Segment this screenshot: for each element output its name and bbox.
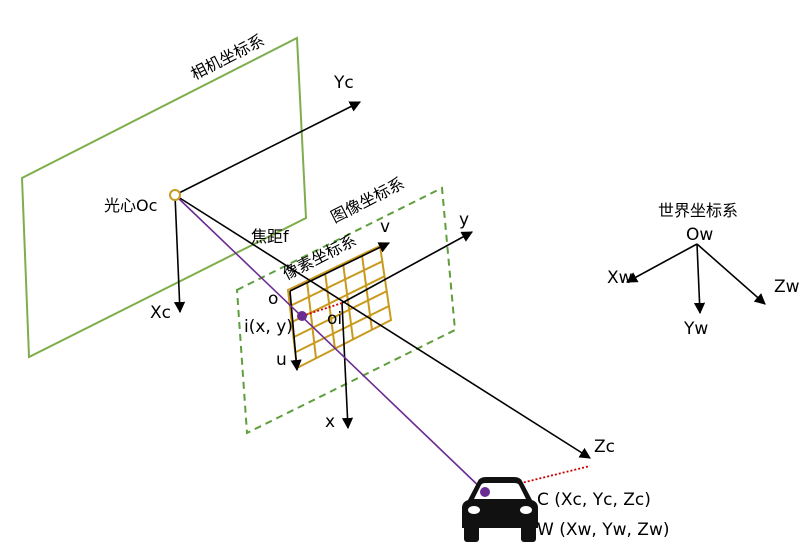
u-label: u <box>276 350 287 370</box>
yc-axis <box>174 101 362 196</box>
optical-center-label: 光心Oc <box>104 196 157 215</box>
x-label: x <box>325 412 335 432</box>
xc-label: Xc <box>150 303 171 323</box>
v-axis <box>289 242 391 292</box>
zw-axis <box>696 243 766 305</box>
xw-axis <box>626 243 698 283</box>
xc-axis <box>173 194 186 314</box>
oi-label: oi <box>327 309 342 329</box>
image-plane <box>235 186 457 435</box>
image-point-label: i(x, y) <box>244 317 293 337</box>
zc-label: Zc <box>594 437 615 457</box>
v-label: v <box>380 217 390 237</box>
camera-plane <box>20 36 308 359</box>
projection-ray <box>174 194 486 493</box>
u-axis <box>289 290 302 372</box>
yw-axis <box>693 243 706 315</box>
yw-label: Yw <box>683 319 708 339</box>
ow-label: Ow <box>686 225 713 245</box>
zc-axis <box>174 194 591 459</box>
y-axis <box>341 231 473 304</box>
camera-frame-label: 相机坐标系 <box>188 30 268 83</box>
world-point-label: W (Xw, Yw, Zw) <box>537 520 669 540</box>
image-point <box>297 311 307 321</box>
world-frame-label: 世界坐标系 <box>658 201 738 220</box>
zw-label: Zw <box>774 277 800 297</box>
focal-length-label: 焦距f <box>251 227 289 246</box>
car-icon <box>462 477 538 542</box>
yc-label: Yc <box>333 73 354 93</box>
image-point-link <box>301 302 343 317</box>
optical-center-marker <box>169 189 181 201</box>
world-point <box>480 487 490 497</box>
xw-label: Xw <box>607 268 633 288</box>
y-label: y <box>459 210 469 230</box>
x-axis <box>341 302 354 430</box>
camera-point-label: C (Xc, Yc, Zc) <box>537 490 651 510</box>
o-label: o <box>268 289 278 309</box>
image-frame-label: 图像坐标系 <box>328 173 408 226</box>
